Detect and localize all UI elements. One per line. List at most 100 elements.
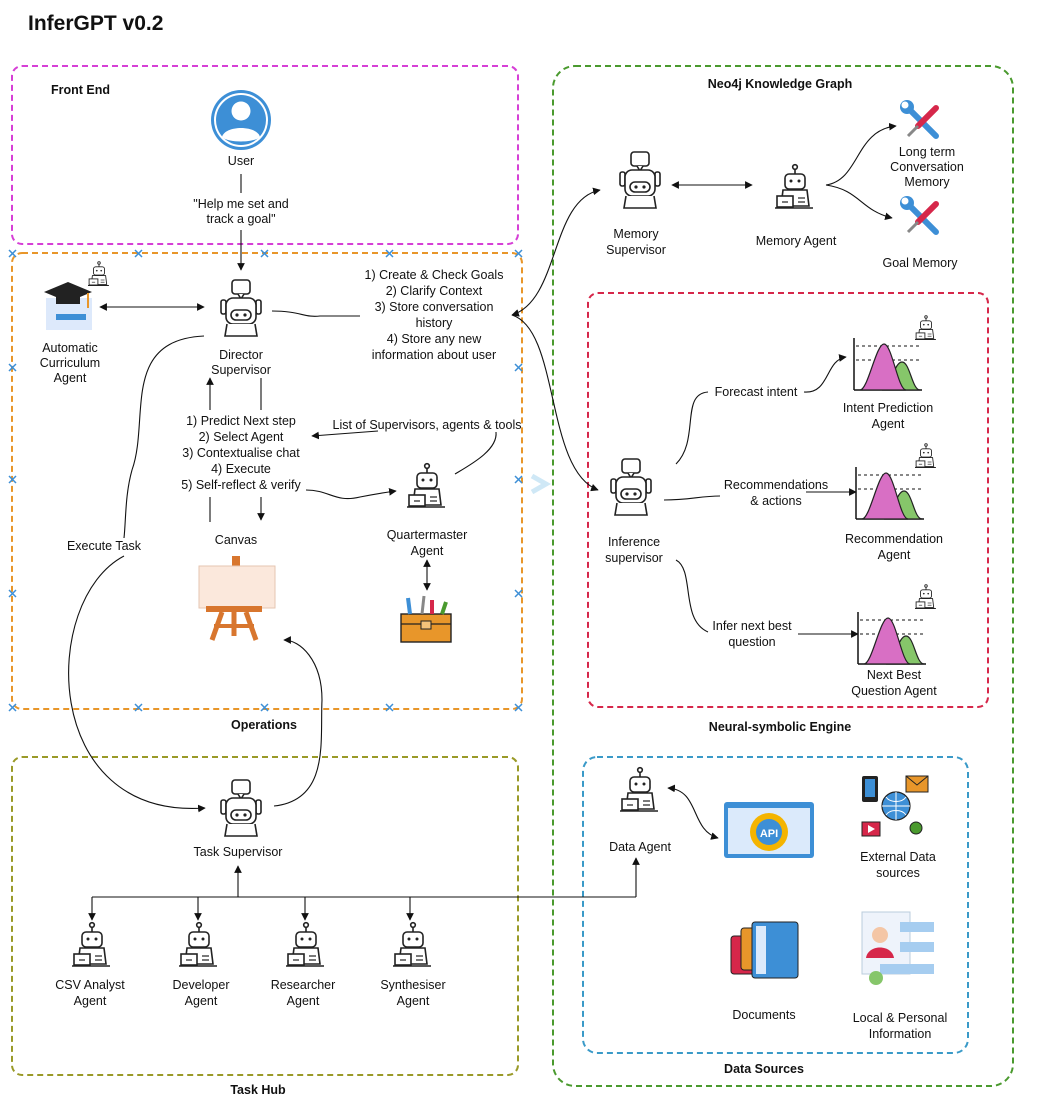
steps-item-5: 5) Self-reflect & verify [181,478,301,492]
inference-to-forecast-line [675,391,709,465]
neural-group [587,292,989,708]
inference-line-2: supervisor [605,551,663,565]
local-personal-line-1: Local & Personal [853,1011,948,1025]
goals-to-inference-arrow [511,314,599,492]
director-supervisor-icon [220,279,262,337]
api-icon: API [724,802,814,858]
curriculum-label-line-1: Automatic [42,341,98,355]
quartermaster-agent-icon [406,462,446,508]
next-best-line-2: Question Agent [851,684,937,698]
director-to-goals-line [271,310,360,317]
operations-label: Operations [231,718,297,732]
intent-line-1: Intent Prediction [843,401,933,415]
recommendation-line-2: Agent [878,548,911,562]
steps-item-4: 4) Execute [211,462,271,476]
user-avatar-icon [211,90,271,150]
goals-item-3b: history [416,316,454,330]
recommendation-mini-robot-icon [914,443,937,468]
next-best-line-1: Next Best [867,668,922,682]
goal-memory-label: Goal Memory [882,256,958,270]
memory-agent-icon [774,163,814,209]
front-end-group [11,65,519,245]
csv-label-line-2: Agent [74,994,107,1008]
task-supervisor-to-canvas-arrow [273,636,323,807]
neural-label: Neural-symbolic Engine [709,720,851,734]
steps-to-quartermaster-arrow [305,488,397,499]
user-label: User [228,154,254,168]
data-agent-icon [619,766,659,812]
data-agent-api-arrow [667,784,719,840]
infer-next-line-2: question [728,635,775,649]
documents-icon [730,921,799,979]
goals-to-memory-arrow [511,187,601,317]
inference-to-recommendations-line [663,495,721,501]
curriculum-mini-robot-icon [87,261,110,286]
forecast-to-intent-arrow [803,354,847,393]
recommendation-line-1: Recommendation [845,532,943,546]
researcher-label-line-2: Agent [287,994,320,1008]
director-to-execute-line [123,335,205,539]
memory-supervisor-icon [619,151,661,209]
csv-analyst-agent-icon [71,921,111,967]
long-term-memory-icon [900,100,936,136]
inference-to-next-line [675,559,709,633]
goals-item-1: 1) Create & Check Goals [365,268,504,282]
task-supervisor-label: Task Supervisor [194,845,283,859]
task-hub-label: Task Hub [230,1083,286,1097]
goal-memory-icon [900,196,936,232]
developer-label-line-2: Agent [185,994,218,1008]
synthesiser-agent-icon [392,921,432,967]
next-best-mini-robot-icon [914,584,937,609]
researcher-agent-icon [285,921,325,967]
canvas-label: Canvas [215,533,257,547]
local-personal-line-2: Information [869,1027,932,1041]
curriculum-label-line-3: Agent [54,371,87,385]
intent-line-2: Agent [872,417,905,431]
inference-supervisor-icon [610,458,652,516]
task-supervisor-icon [220,779,262,837]
curriculum-label-line-2: Curriculum [40,356,100,370]
next-best-chart-icon [857,611,927,665]
front-end-label: Front End [51,83,110,97]
easel-canvas-icon [198,556,276,641]
developer-agent-icon [178,921,218,967]
director-label-line-2: Supervisor [211,363,271,377]
synthesiser-label-line-1: Synthesiser [380,978,445,992]
faded-arrow-icon [530,473,552,495]
director-label-line-1: Director [219,348,263,362]
intent-chart-icon [853,337,923,391]
csv-label-line-1: CSV Analyst [55,978,125,992]
supervisors-list-arrow [311,430,379,440]
external-data-line-1: External Data [860,850,936,864]
api-text: API [760,828,778,840]
goals-item-3: 3) Store conversation [375,300,494,314]
intent-mini-robot-icon [914,315,937,340]
memory-supervisor-line-2: Supervisor [606,243,666,257]
goals-item-4b: information about user [372,348,496,362]
long-term-line-1: Long term [899,145,955,159]
inference-line-1: Inference [608,535,660,549]
infer-next-line-1: Infer next best [712,619,792,633]
memory-agent-label: Memory Agent [756,234,837,248]
execute-to-task-supervisor-arrow [68,555,206,813]
steps-item-1: 1) Predict Next step [186,414,296,428]
neo4j-label: Neo4j Knowledge Graph [708,77,852,91]
long-term-line-3: Memory [904,175,950,189]
forecast-intent-label: Forecast intent [715,385,798,399]
goals-item-4: 4) Store any new [387,332,482,346]
goals-item-2: 2) Clarify Context [386,284,483,298]
page-title: InferGPT v0.2 [28,12,163,35]
task-hub-group [11,756,519,1076]
quartermaster-label-line-1: Quartermaster [387,528,468,542]
user-quote-line-2: track a goal" [206,212,275,226]
synthesiser-label-line-2: Agent [397,994,430,1008]
external-data-icon [861,775,929,837]
local-personal-info-icon [861,911,934,985]
graduation-cap-icon [44,282,92,330]
recommendations-line-2: & actions [750,494,801,508]
long-term-line-2: Conversation [890,160,964,174]
memory-supervisor-line-1: Memory [613,227,659,241]
user-quote-line-1: "Help me set and [193,197,289,211]
recommendation-chart-icon [855,466,925,520]
